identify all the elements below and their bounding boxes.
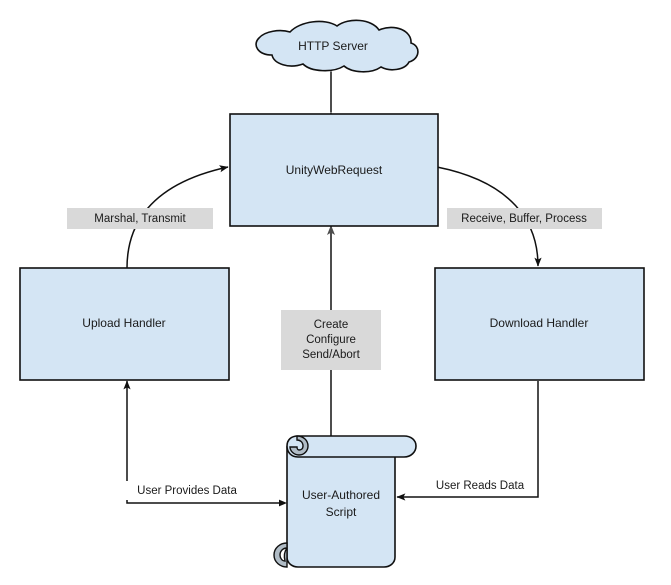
- edge-script-upload-tail: [279, 499, 287, 507]
- user-reads-data-bg: [423, 476, 537, 495]
- script-top-roll: [286, 435, 417, 458]
- unitywebrequest-box: [229, 113, 439, 227]
- node-unitywebrequest[interactable]: UnityWebRequest: [229, 113, 439, 227]
- cloud-shape: [255, 19, 419, 73]
- script-top-curl: [289, 435, 309, 456]
- user-script-label-line2: Script: [326, 505, 357, 519]
- edge-request-download: [436, 166, 542, 267]
- node-http-server[interactable]: HTTP Server: [255, 19, 419, 73]
- create-configure-line1: Create: [314, 319, 349, 331]
- edge-label-user-reads-data: User Reads Data: [423, 476, 537, 495]
- unitywebrequest-label: UnityWebRequest: [286, 163, 383, 177]
- script-bottom-curl: [273, 542, 288, 568]
- node-user-script[interactable]: User-Authored Script: [273, 435, 417, 568]
- create-configure-line3: Send/Abort: [302, 349, 360, 361]
- edge-label-user-provides-data: User Provides Data: [126, 481, 248, 500]
- user-reads-data-text: User Reads Data: [436, 480, 525, 492]
- user-script-label-line1: User-Authored: [302, 488, 380, 502]
- http-server-label: HTTP Server: [298, 39, 368, 53]
- download-handler-label: Download Handler: [490, 316, 589, 330]
- upload-handler-box: [19, 267, 230, 381]
- edge-label-marshal-transmit: Marshal, Transmit: [67, 208, 213, 229]
- node-download-handler[interactable]: Download Handler: [434, 267, 645, 381]
- script-body: [286, 446, 396, 568]
- user-provides-data-bg: [126, 481, 248, 500]
- user-provides-data-text: User Provides Data: [137, 485, 237, 497]
- create-configure-bg: [281, 310, 381, 370]
- marshal-transmit-bg: [67, 208, 213, 229]
- edge-download-script: [396, 381, 539, 501]
- create-configure-line2: Configure: [306, 334, 356, 346]
- edge-label-receive-buffer-process: Receive, Buffer, Process: [447, 208, 602, 229]
- receive-buffer-bg: [447, 208, 602, 229]
- node-upload-handler[interactable]: Upload Handler: [19, 267, 230, 381]
- download-handler-box: [434, 267, 645, 381]
- edge-script-upload-line: [123, 380, 279, 504]
- edge-script-upload: [123, 380, 287, 507]
- edge-download-script-line: [396, 381, 539, 501]
- edge-request-download-curve: [436, 166, 542, 267]
- edge-label-create-configure: Create Configure Send/Abort: [281, 310, 381, 370]
- upload-handler-label: Upload Handler: [82, 316, 165, 330]
- receive-buffer-text: Receive, Buffer, Process: [461, 213, 587, 225]
- marshal-transmit-text: Marshal, Transmit: [94, 213, 186, 225]
